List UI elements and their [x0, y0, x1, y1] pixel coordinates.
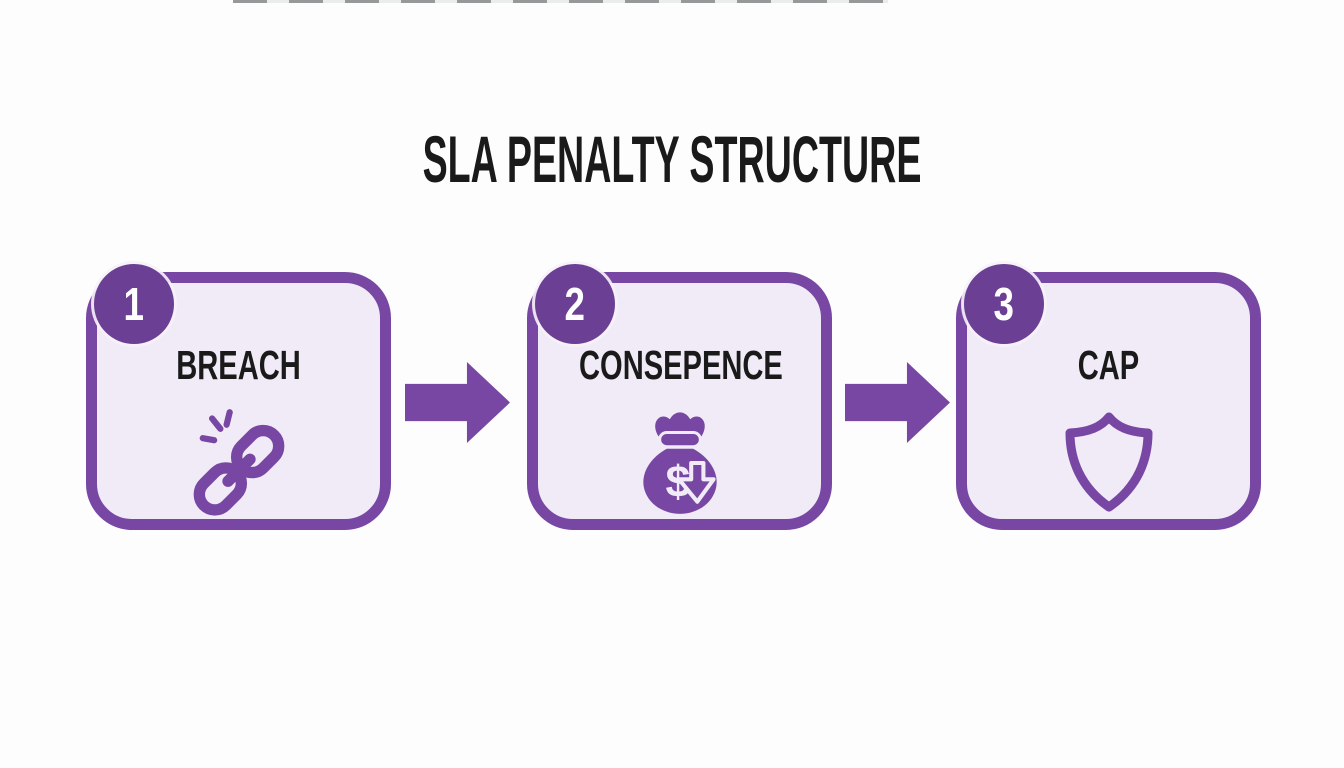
step-number-badge: 3 — [964, 264, 1044, 344]
step-label: CONSEPENCE — [579, 342, 783, 388]
broken-chain-icon — [97, 401, 380, 525]
arrow-right-icon — [405, 362, 510, 443]
step-box-breach: 1 BREACH — [86, 264, 391, 530]
step-label: CAP — [1077, 342, 1140, 388]
step-label: BREACH — [176, 342, 301, 388]
arrow-right-icon — [845, 362, 950, 443]
page-title: SLA PENALTY STRUCTURE — [422, 122, 922, 197]
step-box-cap: 3 CAP — [956, 264, 1261, 530]
money-bag-decrease-icon: $ — [538, 401, 821, 525]
step-number: 3 — [993, 278, 1015, 330]
step-number: 2 — [564, 278, 586, 330]
step-box-consepence: 2 CONSEPENCE $ — [527, 264, 832, 530]
step-number-badge: 1 — [94, 264, 174, 344]
step-number: 1 — [123, 278, 145, 330]
shield-icon — [967, 401, 1250, 525]
step-number-badge: 2 — [535, 264, 615, 344]
cropped-top-artifact — [233, 0, 888, 3]
